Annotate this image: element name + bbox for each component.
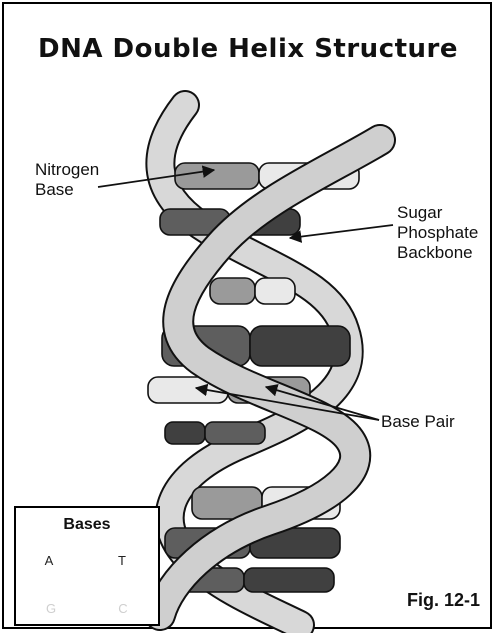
figure-number-label: Fig. 12-1 [407, 590, 480, 611]
legend-base-g: G [26, 601, 76, 616]
sugar-label-line1: Sugar [397, 203, 478, 223]
legend-base-c: C [98, 601, 148, 616]
sugar-label-line3: Backbone [397, 243, 478, 263]
base-pair-6 [165, 422, 265, 444]
legend-base-t: T [96, 553, 148, 568]
nitrogen-base-label-line1: Nitrogen [35, 160, 99, 180]
nitrogen-base-label-line2: Base [35, 180, 99, 200]
nitrogen-base-label: Nitrogen Base [35, 160, 99, 200]
base-pair-3 [210, 278, 295, 304]
sugar-phosphate-pointer [290, 225, 393, 238]
legend-title: Bases [16, 516, 158, 534]
sugar-label-line2: Phosphate [397, 223, 478, 243]
bases-legend: Bases A T G C [14, 506, 160, 626]
legend-base-a: A [26, 553, 72, 568]
sugar-phosphate-backbone-label: Sugar Phosphate Backbone [397, 203, 478, 263]
base-pair-label: Base Pair [381, 412, 455, 432]
